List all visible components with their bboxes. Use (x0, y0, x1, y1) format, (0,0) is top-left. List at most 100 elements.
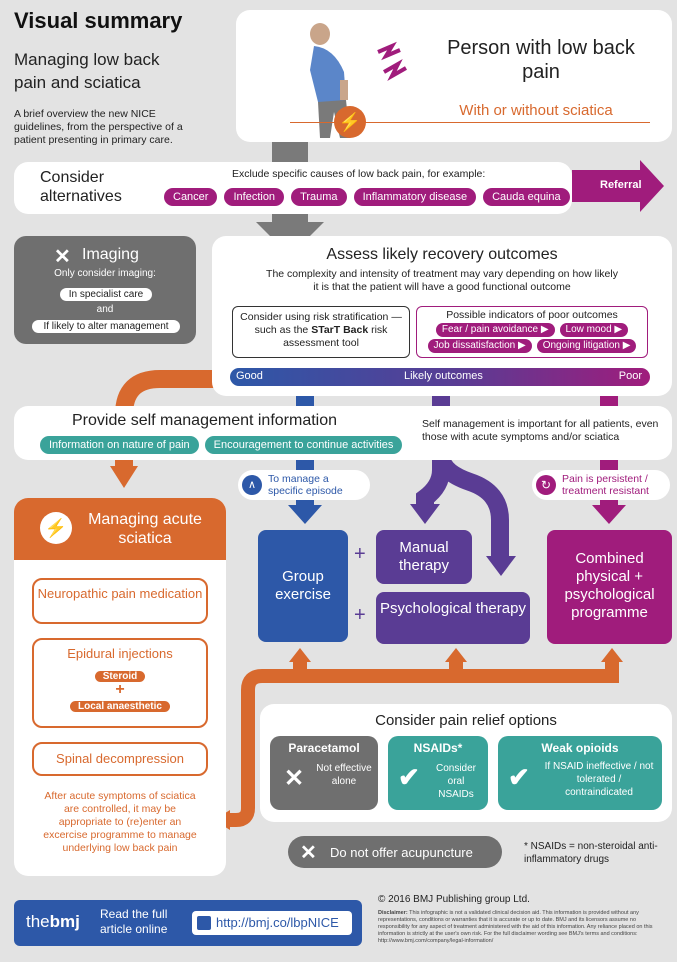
imaging-title: Imaging (82, 246, 139, 263)
imaging-option-management: If likely to alter management (32, 320, 180, 333)
nsaids-check-icon: ✔ (398, 762, 420, 792)
steroid-tag: Steroid (94, 671, 146, 682)
sciatica-header: ⚡ Managing acute sciatica (14, 498, 226, 560)
opioids-desc: If NSAID ineffective / not tolerated / c… (544, 761, 654, 798)
paracetamol-cross-icon: ✕ (284, 765, 305, 792)
bmj-logo-brand: bmj (49, 912, 80, 931)
opioids-title: Weak opioids (541, 741, 619, 755)
opioids-card: Weak opioids ✔ If NSAID ineffective / no… (498, 736, 662, 810)
arrow-orange-sciatica (110, 466, 138, 488)
pain-relief-title: Consider pain relief options (375, 712, 557, 729)
nsaids-card: NSAIDs* ✔ Consider oral NSAIDs (388, 736, 488, 810)
group-exercise-box: Group exercise (258, 530, 348, 642)
indicator-fear: Fear / pain avoidance ▶ (435, 323, 555, 337)
person-title: Person with low back pain (447, 37, 635, 83)
bmj-logo-pre: the (26, 912, 50, 931)
manual-therapy-label: Manual therapy (398, 539, 450, 574)
poor-indicators-title: Possible indicators of poor outcomes (446, 309, 618, 321)
combined-programme-box: Combined physical + psychological progra… (547, 530, 672, 644)
pain-relief-box: Consider pain relief options Paracetamol… (260, 704, 672, 822)
pain-zigzag-icon (377, 41, 407, 82)
arrow-blue-group (288, 505, 322, 524)
assess-title: Assess likely recovery outcomes (326, 246, 558, 263)
info-nature-of-pain: Information on nature of pain (40, 436, 199, 454)
page-title: Visual summary (14, 8, 183, 33)
sciatica-note: After acute symptoms of sciatica are con… (43, 790, 197, 854)
indicator-litigation: Ongoing litigation ▶ (536, 339, 637, 353)
indicator-job: Job dissatisfaction ▶ (427, 339, 532, 353)
intro-text: A brief overview the new NICE guidelines… (14, 108, 183, 146)
cause-cancer: Cancer (164, 188, 218, 206)
arrow-purple-manual (410, 504, 440, 524)
outcome-likely: Likely outcomes (404, 370, 483, 382)
person-box: Person with low back pain With or withou… (236, 10, 672, 142)
wave-icon: ∧ (242, 475, 262, 495)
psych-therapy-label: Psychological therapy (380, 600, 526, 617)
spinal-decompression-box: Spinal decompression (32, 742, 208, 776)
risk-text-post: risk assessment tool (283, 324, 388, 349)
paracetamol-card: Paracetamol ✕ Not effective alone (270, 736, 378, 810)
referral-label: Referral (600, 179, 642, 191)
disclaimer-label: Disclaimer: (378, 910, 408, 916)
risk-stratification-box: Consider using risk stratification —such… (232, 306, 410, 358)
acupuncture-cross-icon: ✕ (300, 842, 317, 864)
manual-therapy-box: Manual therapy (376, 530, 472, 584)
opioids-check-icon: ✔ (508, 762, 530, 792)
cause-trauma: Trauma (291, 188, 347, 206)
paracetamol-desc: Not effective alone (316, 763, 372, 787)
info-continue-activities: Encouragement to continue activities (204, 436, 403, 454)
local-anaesthetic-tag: Local anaesthetic (70, 701, 170, 712)
cycle-icon: ↻ (536, 475, 556, 495)
epidural-box: Epidural injections Steroid + Local anae… (32, 638, 208, 728)
imaging-box: ✕ Imaging Only consider imaging: In spec… (14, 236, 196, 344)
bmj-banner[interactable]: thebmj Read the full article online http… (14, 900, 362, 946)
consider-alternatives-box: Consider alternatives Exclude specific c… (14, 162, 572, 214)
group-exercise-label: Group exercise (275, 568, 331, 603)
risk-text-pre: Consider using risk stratification —such… (240, 311, 402, 336)
paracetamol-title: Paracetamol (288, 741, 360, 755)
sciatica-lightning-icon: ⚡ (40, 512, 72, 544)
acupuncture-label: Do not offer acupuncture (330, 845, 473, 860)
combined-programme-label: Combined physical + psychological progra… (564, 550, 655, 621)
epidural-plus: + (115, 681, 125, 698)
arrow-magenta-combined (592, 505, 626, 524)
cause-cauda-equina: Cauda equina (483, 188, 570, 206)
imaging-option-specialist: In specialist care (60, 288, 152, 301)
outcome-good: Good (236, 370, 263, 382)
self-management-box: Provide self management information Info… (14, 406, 672, 460)
neuropathic-box: Neuropathic pain medication (32, 578, 208, 624)
cause-infection: Infection (224, 188, 285, 206)
epidural-title: Epidural injections (67, 646, 173, 661)
exclude-text: Exclude specific causes of low back pain… (232, 168, 486, 180)
nsaids-footnote: * NSAIDs = non-steroidal anti-inflammato… (524, 841, 658, 865)
bmj-logo: thebmj (26, 912, 80, 932)
plus-manual: + (354, 543, 366, 565)
outcome-poor: Poor (618, 370, 642, 382)
nsaids-title: NSAIDs* (413, 741, 463, 755)
disclaimer: Disclaimer: This infographic is not a va… (378, 910, 668, 945)
article-url: http://bmj.co/lbpNICE (216, 915, 339, 930)
episode-label: To manage a specific episode (268, 473, 343, 497)
imaging-cross-icon: ✕ (54, 246, 71, 268)
link-icon (197, 916, 211, 930)
assess-desc: The complexity and intensity of treatmen… (266, 268, 618, 293)
lightning-icon: ⚡ (334, 106, 366, 138)
plus-psych: + (354, 604, 366, 626)
outcome-scale: Good Likely outcomes Poor (230, 368, 650, 386)
person-subtitle: With or without sciatica (459, 102, 613, 119)
imaging-note: Only consider imaging: (54, 268, 156, 279)
article-link[interactable]: http://bmj.co/lbpNICE (192, 911, 352, 935)
nsaids-desc: Consider oral NSAIDs (435, 763, 477, 800)
sciatica-title: Managing acute sciatica (88, 511, 202, 547)
alternatives-heading: Consider alternatives (40, 169, 122, 205)
cause-inflammatory: Inflammatory disease (353, 188, 477, 206)
indicator-mood: Low mood ▶ (559, 323, 629, 337)
copyright: © 2016 BMJ Publishing group Ltd. (378, 894, 530, 905)
persistent-pill: ↻ Pain is persistent / treatment resista… (532, 470, 670, 500)
disclaimer-text: This infographic is not a validated clin… (378, 910, 653, 944)
page-subtitle: Managing low back pain and sciatica (14, 50, 160, 92)
read-article-text: Read the full article online (100, 907, 168, 936)
episode-pill: ∧ To manage a specific episode (238, 470, 370, 500)
referral-arrow (572, 160, 664, 212)
assess-box: Assess likely recovery outcomes The comp… (212, 236, 672, 396)
